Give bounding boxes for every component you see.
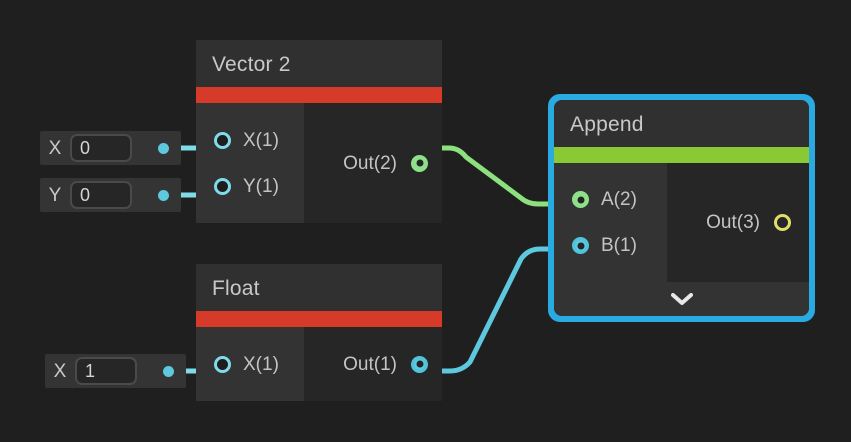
input-port-row-a[interactable]: A(2)	[554, 177, 667, 223]
input-port-label-b: B(1)	[601, 235, 637, 256]
node-accent-bar-vector2	[196, 87, 442, 103]
vector2-y-input[interactable]	[70, 181, 132, 209]
chevron-down-icon[interactable]	[670, 293, 693, 305]
property-label: X	[48, 137, 62, 159]
input-port-row-y[interactable]: Y(1)	[196, 163, 304, 209]
float-x-input[interactable]	[75, 357, 137, 385]
input-port-row-x[interactable]: X(1)	[196, 341, 304, 387]
output-port-dot-out[interactable]	[411, 355, 428, 373]
property-label: X	[53, 360, 67, 382]
output-port-dot-out[interactable]	[774, 214, 791, 231]
property-connector-dot[interactable]	[163, 365, 174, 377]
output-port-label-out: Out(3)	[706, 212, 760, 233]
output-port-row-out[interactable]: Out(2)	[304, 140, 442, 186]
input-port-row-x[interactable]: X(1)	[196, 117, 304, 163]
node-title-float: Float	[196, 264, 442, 311]
node-accent-bar-append	[554, 147, 809, 163]
property-connector-dot[interactable]	[158, 189, 169, 201]
node-inputs-append: A(2) B(1)	[554, 163, 667, 282]
node-outputs-float: Out(1)	[304, 327, 442, 401]
vector2-x-input[interactable]	[70, 134, 132, 162]
node-vector2[interactable]: Vector 2 X(1) Y(1) Out(2)	[196, 40, 442, 223]
input-port-dot-b[interactable]	[572, 237, 589, 254]
output-port-row-out[interactable]: Out(3)	[667, 200, 809, 246]
node-inputs-float: X(1)	[196, 327, 304, 401]
output-port-row-out[interactable]: Out(1)	[304, 341, 442, 387]
property-connector-dot[interactable]	[158, 142, 169, 154]
property-widget-float-x[interactable]: X	[45, 354, 186, 388]
input-port-dot-x[interactable]	[214, 131, 231, 149]
property-label: Y	[48, 184, 62, 206]
node-outputs-append: Out(3)	[667, 163, 809, 282]
property-widget-vector2-x[interactable]: X	[40, 131, 181, 165]
input-port-dot-y[interactable]	[214, 177, 231, 195]
node-inputs-vector2: X(1) Y(1)	[196, 103, 304, 223]
node-expand-footer-append[interactable]	[554, 282, 809, 316]
node-title-vector2: Vector 2	[196, 40, 442, 87]
node-append[interactable]: Append A(2) B(1) Out(3)	[548, 94, 815, 322]
node-outputs-vector2: Out(2)	[304, 103, 442, 223]
output-port-dot-out[interactable]	[411, 154, 428, 172]
input-port-dot-x[interactable]	[214, 355, 231, 373]
input-port-dot-a[interactable]	[572, 191, 589, 208]
input-port-label-x: X(1)	[243, 353, 279, 375]
node-accent-bar-float	[196, 311, 442, 327]
node-title-append: Append	[554, 100, 809, 147]
property-widget-vector2-y[interactable]: Y	[40, 178, 181, 212]
input-port-label-a: A(2)	[601, 189, 637, 210]
node-float[interactable]: Float X(1) Out(1)	[196, 264, 442, 401]
input-port-label-x: X(1)	[243, 129, 279, 151]
input-port-row-b[interactable]: B(1)	[554, 223, 667, 269]
output-port-label-out: Out(2)	[343, 152, 397, 174]
output-port-label-out: Out(1)	[343, 353, 397, 375]
input-port-label-y: Y(1)	[243, 175, 279, 197]
